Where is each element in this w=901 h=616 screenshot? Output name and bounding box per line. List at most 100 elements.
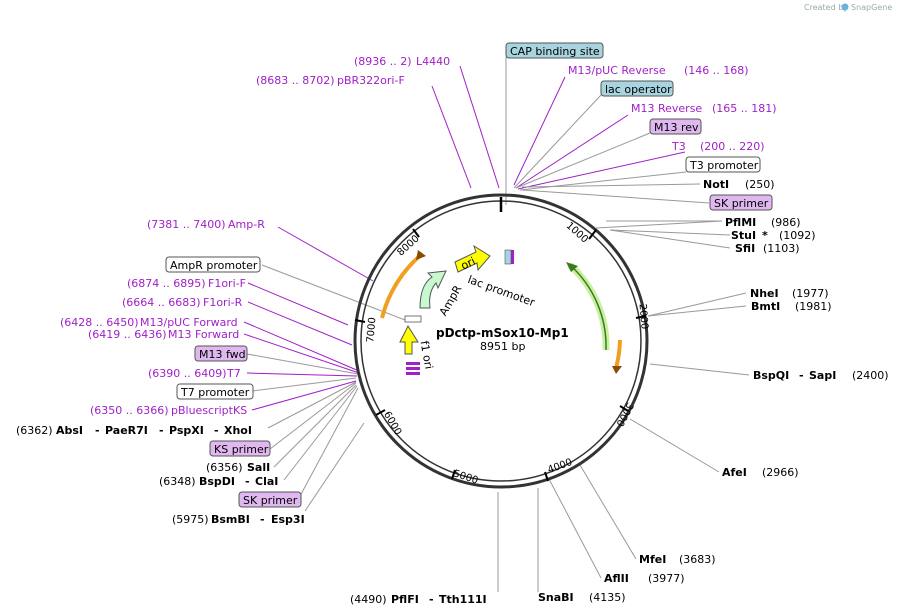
tick-6000: 6000 (381, 410, 403, 438)
label-l4440-range: (8936 .. 2) (354, 55, 412, 68)
label-noti-pos: (250) (745, 178, 775, 191)
f1-ori-label: f1 ori (418, 340, 436, 371)
label-m13-reverse-name: M13 Reverse (631, 102, 702, 115)
label-clai-name: ClaI (255, 475, 278, 488)
label-absi-sep2: - (159, 424, 164, 437)
label-aflii-name: AflII (604, 572, 629, 585)
tick-3000: 3000 (613, 400, 635, 428)
primer-mark (406, 367, 420, 370)
label-l4440-name: L4440 (416, 55, 450, 68)
label-t3-promoter: T3 promoter (689, 159, 759, 172)
label-stui-star: * (762, 229, 768, 242)
ks-primer-box (209, 440, 271, 457)
backbone (353, 193, 649, 489)
insert-arc-orange (614, 339, 622, 369)
label-bsmbi-pos: (5975) (172, 513, 209, 526)
ampr-arrow (419, 270, 447, 309)
insert-arc-green (567, 262, 610, 351)
label-sali-name: SalI (247, 461, 270, 474)
credit: Created by SnapGene (804, 3, 892, 12)
tick-2000: 2000 (636, 303, 649, 329)
label-sfii-pos: (1103) (763, 242, 800, 255)
arrow-icon (612, 366, 622, 374)
feature-arcs (380, 250, 622, 374)
label-snabi-pos: (4135) (589, 591, 626, 604)
label-t7-name: T7 (226, 367, 241, 380)
label-pflmi-pos: (986) (771, 216, 801, 229)
label-m13-rev: M13 rev (654, 121, 699, 134)
label-pbluescriptks-name: pBluescriptKS (171, 404, 247, 417)
leader-lines (243, 57, 750, 592)
label-amp-r-name: Amp-R (228, 218, 265, 231)
snapgene-logo-icon (841, 3, 849, 11)
label-stui-name: StuI (731, 229, 756, 242)
label-m13-forward-range: (6419 .. 6436) (88, 328, 167, 341)
label-paer7i-name: PaeR7I (105, 424, 148, 437)
label-absi-sep1: - (95, 424, 100, 437)
arrow-icon (416, 250, 426, 260)
label-cap-binding-site: CAP binding site (510, 45, 600, 58)
cap-site-mark (504, 249, 512, 265)
label-pbr322-name: pBR322ori-F (337, 74, 405, 87)
label-sfii-name: SfiI (735, 242, 755, 255)
label-f1ori-f-name: F1ori-F (208, 277, 246, 290)
label-f1ori-f-range: (6874 .. 6895) (127, 277, 206, 290)
label-bspdi-name: BspDI (199, 475, 235, 488)
label-bsmbi-name: BsmBI (211, 513, 250, 526)
label-pbluescriptks-range: (6350 .. 6366) (90, 404, 169, 417)
t7-promoter-box (176, 383, 254, 400)
label-m13puc-rev-range: (146 .. 168) (684, 64, 749, 77)
label-t3-name: T3 (671, 140, 686, 153)
lac-promoter-label: lac promoter (466, 273, 537, 309)
label-m13-reverse-range: (165 .. 181) (712, 102, 777, 115)
m13-rev-box (649, 118, 702, 135)
cap-binding-box (505, 42, 604, 59)
label-ks-primer: KS primer (214, 443, 269, 456)
primer-mark (406, 362, 420, 365)
label-amp-r-range: (7381 .. 7400) (147, 218, 226, 231)
label-absi-pos: (6362) (16, 424, 53, 437)
credit-prefix: Created by (804, 3, 848, 12)
label-bspdi-sep: - (245, 475, 250, 488)
label-t7-range: (6390 .. 6409) (148, 367, 227, 380)
label-absi-sep3: - (214, 424, 219, 437)
ori-label: ori (459, 255, 477, 273)
label-pflmi-name: PflMI (725, 216, 756, 229)
label-t3-range: (200 .. 220) (700, 140, 765, 153)
label-m13-fwd: M13 fwd (199, 348, 246, 361)
label-absi-name: AbsI (56, 424, 83, 437)
label-pflfi-name: PflFI (391, 593, 419, 606)
label-m13puc-fwd-name: M13/pUC Forward (140, 316, 238, 329)
label-nhei-pos: (1977) (792, 287, 829, 300)
label-f1ori-r-name: F1ori-R (203, 296, 243, 309)
f1-ori-arrow (399, 324, 419, 355)
label-bspqi-pos: (2400) (852, 369, 889, 382)
plasmid-size: 8951 bp (480, 340, 525, 353)
label-noti-name: NotI (703, 178, 729, 191)
label-tth111i-name: Tth111I (439, 593, 487, 606)
label-m13puc-rev-name: M13/pUC Reverse (568, 64, 666, 77)
label-afei-name: AfeI (722, 466, 747, 479)
label-bmti-pos: (1981) (795, 300, 832, 313)
inner-features: ori lac promoter AmpR f1 ori (399, 244, 537, 375)
t3-promoter-box (685, 156, 761, 173)
label-mfei-name: MfeI (639, 553, 666, 566)
label-t7-promoter: T7 promoter (180, 386, 250, 399)
label-bmti-name: BmtI (751, 300, 780, 313)
label-pspxi-name: PspXI (169, 424, 204, 437)
label-bspqi-name: BspQI (753, 369, 789, 382)
credit-brand: SnapGene (851, 3, 892, 12)
amp-orange-arc (380, 252, 424, 319)
label-pflfi-sep: - (429, 593, 434, 606)
label-nhei-name: NheI (750, 287, 779, 300)
label-stui-pos: (1092) (779, 229, 816, 242)
label-pbr322-range: (8683 .. 8702) (256, 74, 335, 87)
tick-7000: 7000 (365, 317, 378, 343)
label-sapi-name: SapI (809, 369, 836, 382)
label-aflii-pos: (3977) (648, 572, 685, 585)
label-ampr-promoter: AmpR promoter (170, 259, 258, 272)
m13-fwd-box (194, 345, 248, 362)
label-esp3i-name: Esp3I (271, 513, 305, 526)
arrow-icon (566, 262, 578, 272)
